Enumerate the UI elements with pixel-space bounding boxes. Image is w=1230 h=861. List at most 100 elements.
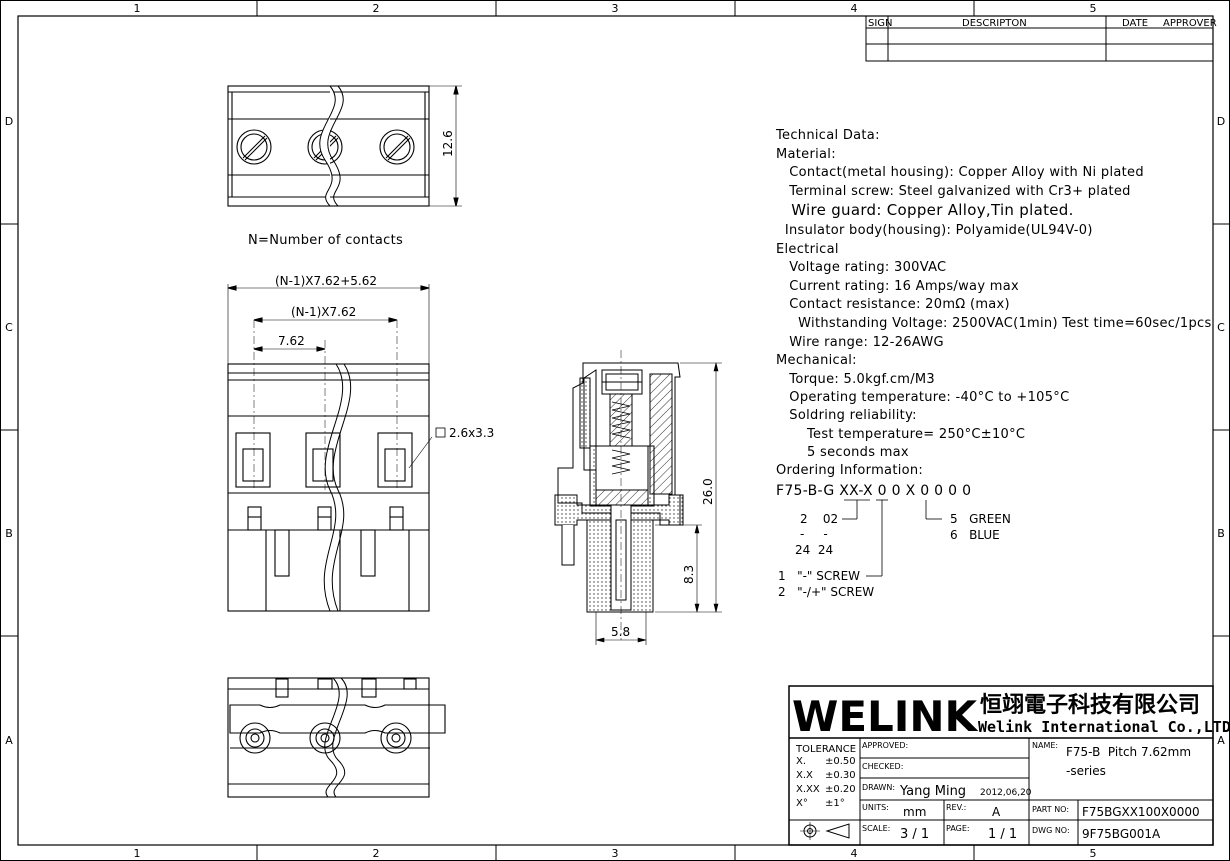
row-label-d-r: D xyxy=(1217,115,1225,128)
tol-val: ±0.30 xyxy=(825,770,856,781)
revision-table xyxy=(865,15,1214,62)
tech-line: Soldring reliability: xyxy=(776,408,917,423)
name-line1: F75-B Pitch 7.62mm xyxy=(1066,745,1191,759)
col-label-4: 4 xyxy=(851,2,858,15)
tech-line: Current rating: 16 Amps/way max xyxy=(776,279,1019,294)
tech-line: Technical Data: xyxy=(775,128,880,143)
name-label: NAME: xyxy=(1032,741,1058,750)
page-value: 1 / 1 xyxy=(988,827,1017,842)
dim-side-height: 26.0 xyxy=(701,478,715,505)
col-label-5b: 5 xyxy=(1090,847,1097,860)
tech-line: Contact(metal housing): Copper Alloy wit… xyxy=(776,165,1144,180)
row-label-d: D xyxy=(5,115,13,128)
technical-data: Technical Data: Material: Contact(metal … xyxy=(775,128,1212,499)
company-logo: WELINK xyxy=(792,692,979,741)
tech-line: Operating temperature: -40°C to +105°C xyxy=(776,390,1069,405)
rev-sign-header: SIGN xyxy=(868,18,893,29)
page-label: PAGE: xyxy=(946,824,970,833)
grid-labels: 1 2 3 4 5 1 2 3 4 5 D C B A D C B A xyxy=(5,2,1225,860)
units-label: UNITS: xyxy=(862,803,889,812)
tol-key: X.XX xyxy=(796,784,820,795)
contacts-note: N=Number of contacts xyxy=(248,233,403,248)
order-color2: 6 BLUE xyxy=(950,528,1000,542)
order-screw1: 1 "-" SCREW xyxy=(778,569,860,583)
col-label-4b: 4 xyxy=(851,847,858,860)
rev-approver-header: APPROVER xyxy=(1163,18,1217,29)
side-dims xyxy=(595,362,722,645)
col-label-5: 5 xyxy=(1090,2,1097,15)
tech-line: Wire range: 12-26AWG xyxy=(776,335,944,350)
tech-line: Insulator body(housing): Polyamide(UL94V… xyxy=(776,223,1093,238)
rev-label: REV.: xyxy=(946,803,966,812)
col-label-3b: 3 xyxy=(612,847,619,860)
tech-line: Test temperature= 250°C±10°C xyxy=(776,427,1025,442)
tol-key: X° xyxy=(796,798,808,809)
dwg-no: 9F75BG001A xyxy=(1082,827,1161,841)
dim-height-top: 12.6 xyxy=(441,130,455,157)
bottom-view xyxy=(227,677,446,798)
tol-val: ±1° xyxy=(825,798,845,809)
col-label-3: 3 xyxy=(612,2,619,15)
col-label-1: 1 xyxy=(134,2,141,15)
company-name-cn: 恒翊電子科技有限公司 xyxy=(980,692,1200,718)
drawn-label: DRAWN: xyxy=(862,783,895,792)
tol-val: ±0.50 xyxy=(825,756,856,767)
company-name-en: Welink International Co.,LTD. xyxy=(978,718,1230,736)
tol-val: ±0.20 xyxy=(825,784,856,795)
col-label-1b: 1 xyxy=(134,847,141,860)
order-pos-a: 2 02 xyxy=(800,512,838,526)
tech-line: Contact resistance: 20mΩ (max) xyxy=(776,297,1010,312)
tech-line: Torque: 5.0kgf.cm/M3 xyxy=(776,372,935,387)
dim-pitch: 7.62 xyxy=(278,334,305,348)
drawn-by: Yang Ming xyxy=(899,784,966,799)
order-screw2: 2 "-/+" SCREW xyxy=(778,585,874,599)
rev-desc-header: DESCRIPTON xyxy=(962,18,1027,29)
ordering-tree xyxy=(842,499,942,577)
dim-width: 5.8 xyxy=(611,625,630,639)
row-label-a: A xyxy=(5,734,13,747)
col-label-2b: 2 xyxy=(373,847,380,860)
rev-date-header: DATE xyxy=(1122,18,1148,29)
tech-line: Voltage rating: 300VAC xyxy=(776,260,946,275)
tolerance-label: TOLERANCE xyxy=(795,744,856,755)
col-label-2: 2 xyxy=(373,2,380,15)
tol-key: X.X xyxy=(796,770,813,781)
dim-pin-length: 8.3 xyxy=(682,565,696,584)
checked-label: CHECKED: xyxy=(862,762,903,771)
approved-label: APPROVED: xyxy=(862,741,908,750)
dim-total: (N-1)X7.62+5.62 xyxy=(275,274,377,288)
front-view xyxy=(227,284,446,612)
units-value: mm xyxy=(903,805,926,819)
top-view xyxy=(227,85,462,207)
order-color1: 5 GREEN xyxy=(950,512,1011,526)
row-label-c: C xyxy=(5,321,13,334)
tech-line: Material: xyxy=(776,147,836,162)
part-label: PART NO: xyxy=(1032,805,1069,814)
title-block-text: WELINK 恒翊電子科技有限公司 Welink International C… xyxy=(792,692,1230,842)
tech-line: Ordering Information: xyxy=(776,463,923,478)
title-block xyxy=(788,685,1214,846)
tech-line: Wire guard: Copper Alloy,Tin plated. xyxy=(776,201,1074,219)
side-section-view xyxy=(554,350,684,640)
tech-line: Withstanding Voltage: 2500VAC(1min) Test… xyxy=(776,316,1212,331)
row-label-b-r: B xyxy=(1217,527,1225,540)
dim-pitch-n: (N-1)X7.62 xyxy=(291,305,356,319)
part-no: F75BGXX100X0000 xyxy=(1082,805,1200,819)
row-label-b: B xyxy=(5,527,13,540)
drawn-date: 2012,06,20 xyxy=(980,788,1032,798)
row-label-a-r: A xyxy=(1217,734,1225,747)
tol-key: X. xyxy=(796,756,806,767)
tech-line: Terminal screw: Steel galvanized with Cr… xyxy=(776,184,1131,199)
rev-value: A xyxy=(992,805,1001,819)
tech-line: Electrical xyxy=(776,242,839,257)
order-pos-b: - - xyxy=(800,527,828,541)
scale-value: 3 / 1 xyxy=(900,827,929,842)
order-code: F75-B-G XX-X 0 0 X 0 0 0 0 xyxy=(776,483,971,499)
name-line2: -series xyxy=(1066,764,1106,778)
order-pos-c: 24 24 xyxy=(795,543,833,557)
scale-label: SCALE: xyxy=(862,824,890,833)
tech-line: Mechanical: xyxy=(776,353,857,368)
tech-line: 5 seconds max xyxy=(776,445,909,460)
dim-hole: 2.6x3.3 xyxy=(449,426,494,440)
